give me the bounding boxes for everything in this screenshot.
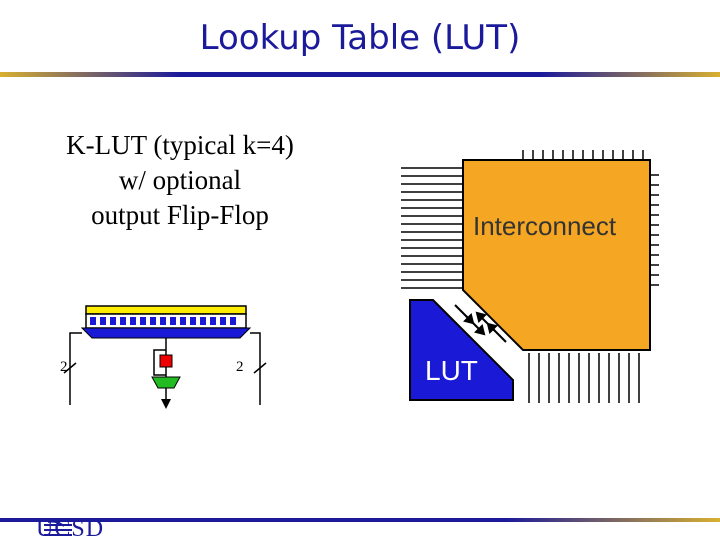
lut-caption: K-LUT (typical k=4) w/ optional output F… (20, 128, 340, 233)
ucsd-logo-text: UCSD (36, 516, 105, 542)
interconnect-block (462, 159, 651, 351)
left-pins (401, 167, 463, 289)
lut-label: LUT (425, 355, 478, 386)
caption-line-2: w/ optional (118, 165, 242, 195)
flip-flop (159, 354, 173, 368)
interconnect-label: Interconnect (473, 211, 617, 241)
title-underline (0, 72, 720, 77)
left-bus-label: 2 (60, 359, 68, 375)
ucsd-logo-icon (44, 520, 72, 536)
lut-mux (80, 327, 252, 339)
lut-cell-array (85, 305, 247, 315)
caption-line-3: output Flip-Flop (91, 200, 269, 230)
output-arrow (161, 399, 171, 409)
fpga-fabric: Interconnect LUT (401, 150, 659, 403)
lut-interconnect-arrows (454, 304, 507, 343)
lut-cell-ticks (90, 317, 236, 325)
lut-block (409, 299, 514, 401)
output-mux (151, 376, 181, 389)
footer-rule (0, 518, 720, 522)
lut-schematic: 2 2 (60, 305, 267, 409)
bottom-pins (528, 353, 640, 403)
right-bus-label: 2 (236, 359, 244, 375)
right-pins (650, 174, 659, 286)
caption-line-1: K-LUT (typical k=4) (66, 130, 294, 160)
slide-title: Lookup Table (LUT) (199, 18, 521, 58)
